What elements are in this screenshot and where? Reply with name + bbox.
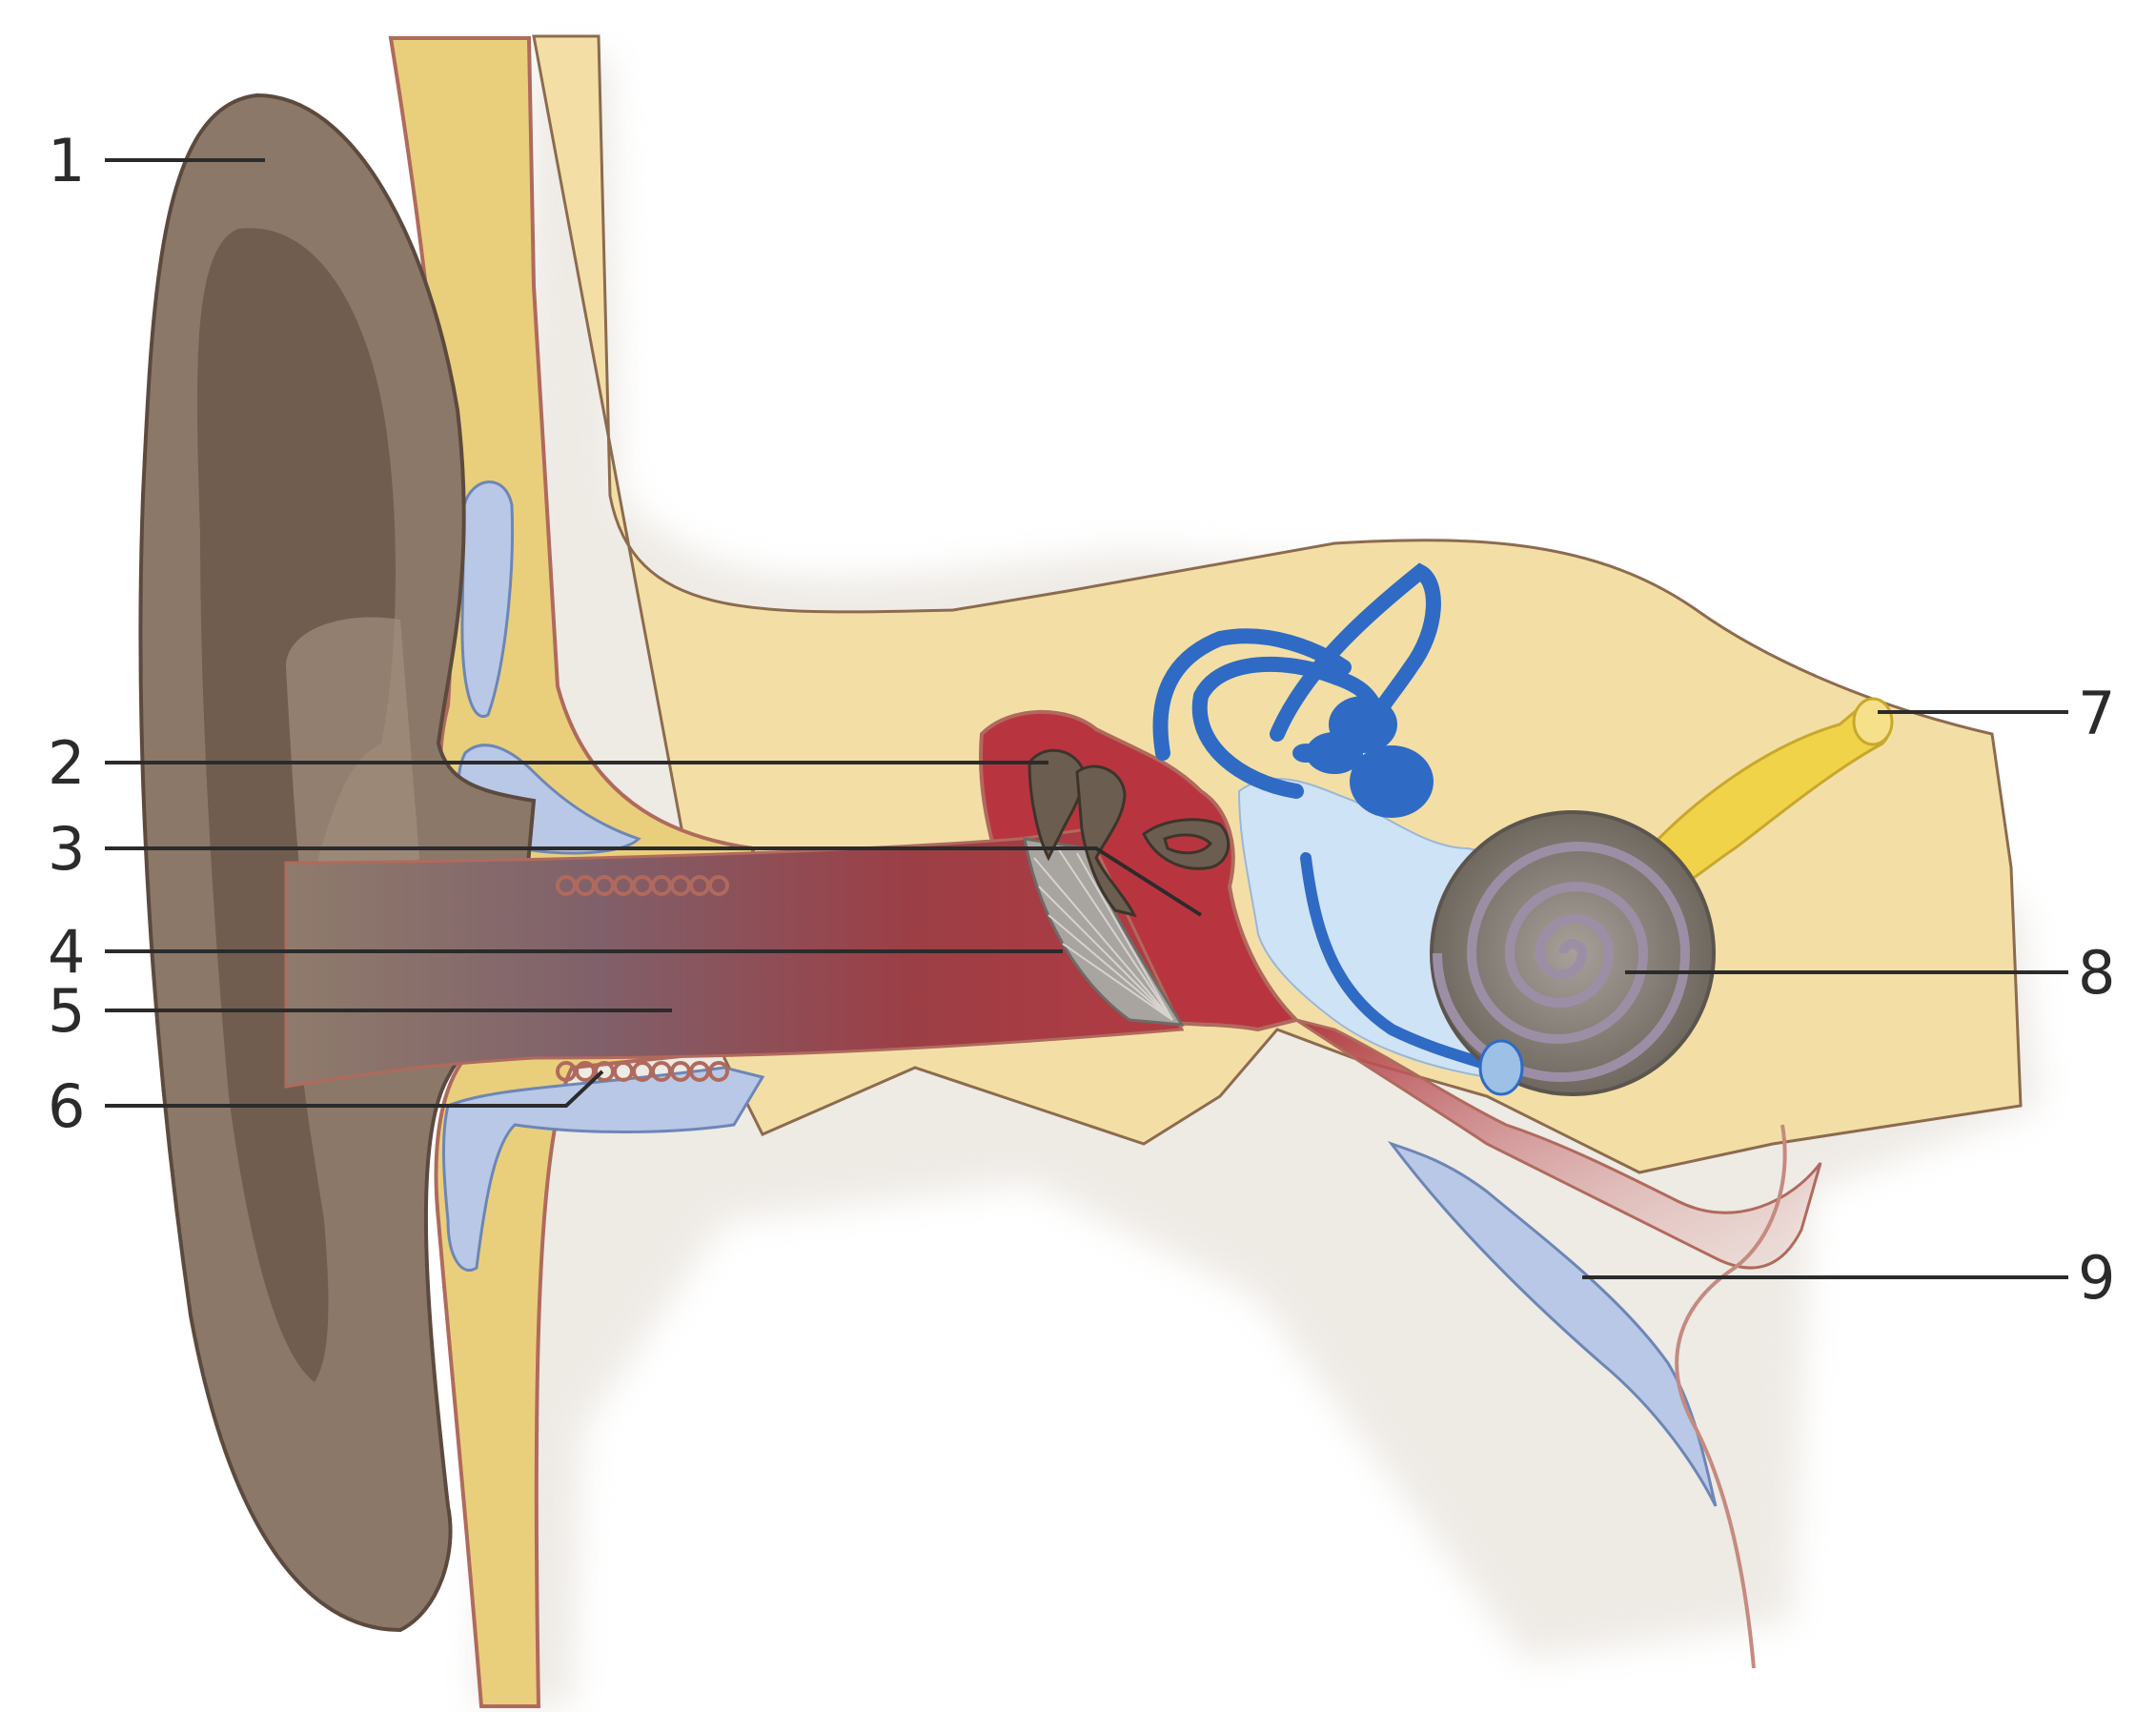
label-1: 1: [48, 126, 85, 195]
label-7: 7: [2078, 679, 2115, 748]
auditory-nerve-end: [1854, 699, 1892, 744]
label-8: 8: [2078, 938, 2115, 1008]
label-2: 2: [48, 728, 85, 798]
label-9: 9: [2078, 1243, 2115, 1313]
label-3: 3: [48, 814, 85, 884]
label-6: 6: [48, 1071, 85, 1141]
cochlea: [1432, 812, 1714, 1094]
label-5: 5: [48, 976, 85, 1046]
